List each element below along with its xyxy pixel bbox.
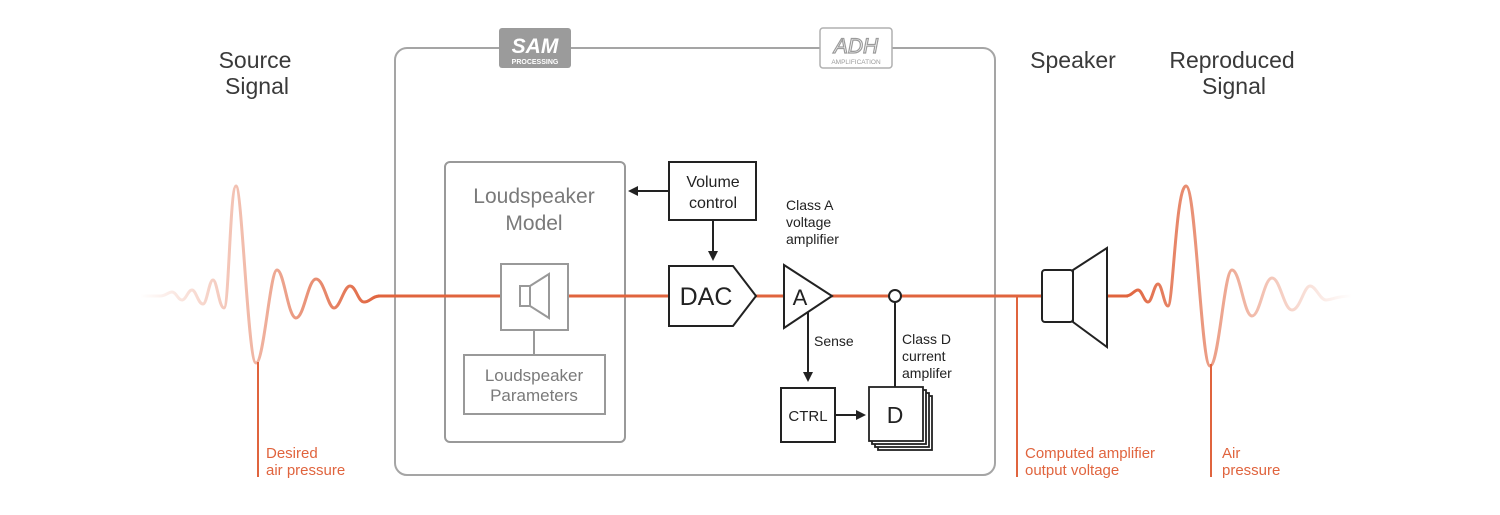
- summing-node: [888, 289, 902, 303]
- loudspeaker-model-title-line1: Loudspeaker: [473, 185, 594, 208]
- adh-badge-sub: AMPLIFICATION: [831, 59, 881, 66]
- class-d-label-line1: Class D: [902, 331, 951, 347]
- dac-block: [668, 265, 758, 327]
- reproduced-signal-title-line2: Signal: [1202, 73, 1266, 99]
- speaker-title: Speaker: [1030, 47, 1116, 73]
- class-a-label-line3: amplifier: [786, 231, 839, 247]
- class-a-symbol: A: [793, 285, 808, 310]
- ctrl-box: [780, 387, 836, 443]
- sam-processing-badge: SAM PROCESSING: [499, 28, 571, 68]
- sense-label: Sense: [814, 333, 854, 349]
- source-signal-title-line2: Signal: [225, 73, 289, 99]
- sam-badge-main: SAM: [512, 35, 559, 58]
- loudspeaker-model-title-line2: Model: [505, 212, 562, 235]
- adh-amplification-badge: ADH AMPLIFICATION: [819, 27, 893, 69]
- volume-control-label-line1: Volume: [686, 174, 739, 191]
- loudspeaker-parameters-box: [463, 354, 606, 415]
- processing-frame: [394, 47, 996, 476]
- volume-control-box: [668, 161, 757, 221]
- class-a-label-line1: Class A: [786, 197, 834, 213]
- class-d-label-line3: amplifer: [902, 365, 952, 381]
- reproduced-waveform: [1125, 184, 1353, 368]
- air-pressure-label-line2: pressure: [1222, 462, 1280, 479]
- class-a-label-line2: voltage: [786, 214, 831, 230]
- reproduced-signal-title-line1: Reproduced: [1169, 47, 1294, 73]
- class-d-symbol: D: [887, 402, 904, 428]
- loudspeaker-parameters-label-line1: Loudspeaker: [485, 366, 584, 385]
- class-d-label-line2: current: [902, 348, 946, 364]
- class-d-amplifier-stack: [868, 386, 933, 451]
- speaker-icon: [1041, 246, 1108, 349]
- source-waveform: [140, 184, 381, 365]
- adh-badge-main: ADH: [832, 35, 879, 58]
- sam-badge-sub: PROCESSING: [512, 59, 559, 66]
- ctrl-label: CTRL: [788, 408, 827, 425]
- desired-pressure-label-line1: Desired: [266, 445, 318, 462]
- model-speaker-icon: [519, 272, 550, 320]
- desired-pressure-label-line2: air pressure: [266, 462, 345, 479]
- volume-control-label-line2: control: [689, 195, 737, 212]
- computed-voltage-label-line2: output voltage: [1025, 462, 1119, 479]
- source-signal-title-line1: Source: [219, 47, 292, 73]
- air-pressure-label-line1: Air: [1222, 445, 1240, 462]
- loudspeaker-parameters-label-line2: Parameters: [490, 386, 578, 405]
- computed-voltage-label-line1: Computed amplifier: [1025, 445, 1155, 462]
- dac-label: DAC: [680, 283, 733, 311]
